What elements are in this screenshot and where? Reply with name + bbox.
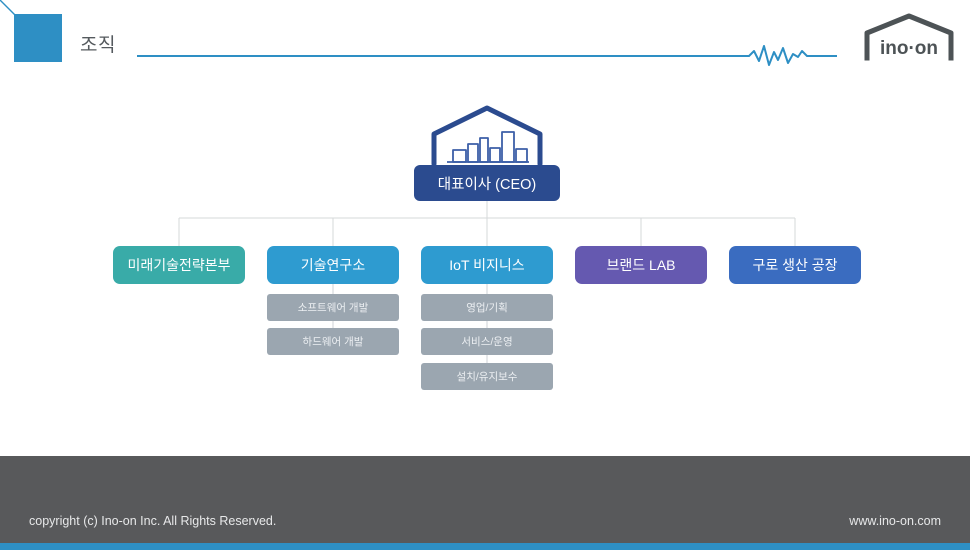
node-dept-rnd-institute[interactable]: 기술연구소 — [267, 246, 399, 284]
heartbeat-icon — [137, 46, 837, 65]
house-city-icon — [431, 105, 543, 166]
node-sub-sales-planning[interactable]: 영업/기획 — [421, 294, 553, 321]
node-dept-brand-lab[interactable]: 브랜드 LAB — [575, 246, 707, 284]
footer-website-url[interactable]: www.ino-on.com — [849, 514, 941, 528]
node-sub-service-operation[interactable]: 서비스/운영 — [421, 328, 553, 355]
node-dept-future-tech-strategy[interactable]: 미래기술전략본부 — [113, 246, 245, 284]
slide-footer: copyright (c) Ino-on Inc. All Rights Res… — [0, 456, 970, 543]
footer-copyright: copyright (c) Ino-on Inc. All Rights Res… — [29, 514, 277, 528]
page-title: 조직 — [80, 35, 116, 56]
slide-header: 조직 ino·on — [0, 0, 970, 90]
node-sub-software-development[interactable]: 소프트웨어 개발 — [267, 294, 399, 321]
node-dept-guro-factory[interactable]: 구로 생산 공장 — [729, 246, 861, 284]
node-sub-hardware-development[interactable]: 하드웨어 개발 — [267, 328, 399, 355]
node-sub-installation-maintenance[interactable]: 설치/유지보수 — [421, 363, 553, 390]
header-square-accent — [14, 14, 62, 62]
header-rule-with-pulse — [137, 44, 837, 68]
logo-wordmark: ino·on — [880, 38, 938, 59]
node-dept-iot-business[interactable]: IoT 비지니스 — [421, 246, 553, 284]
org-chart-body: 대표이사 (CEO) 미래기술전략본부 기술연구소 IoT 비지니스 브랜드 L… — [0, 90, 970, 456]
footer-accent-bar — [0, 543, 970, 550]
node-ceo[interactable]: 대표이사 (CEO) — [414, 165, 560, 201]
ino-on-house-logo: ino·on — [864, 13, 954, 61]
